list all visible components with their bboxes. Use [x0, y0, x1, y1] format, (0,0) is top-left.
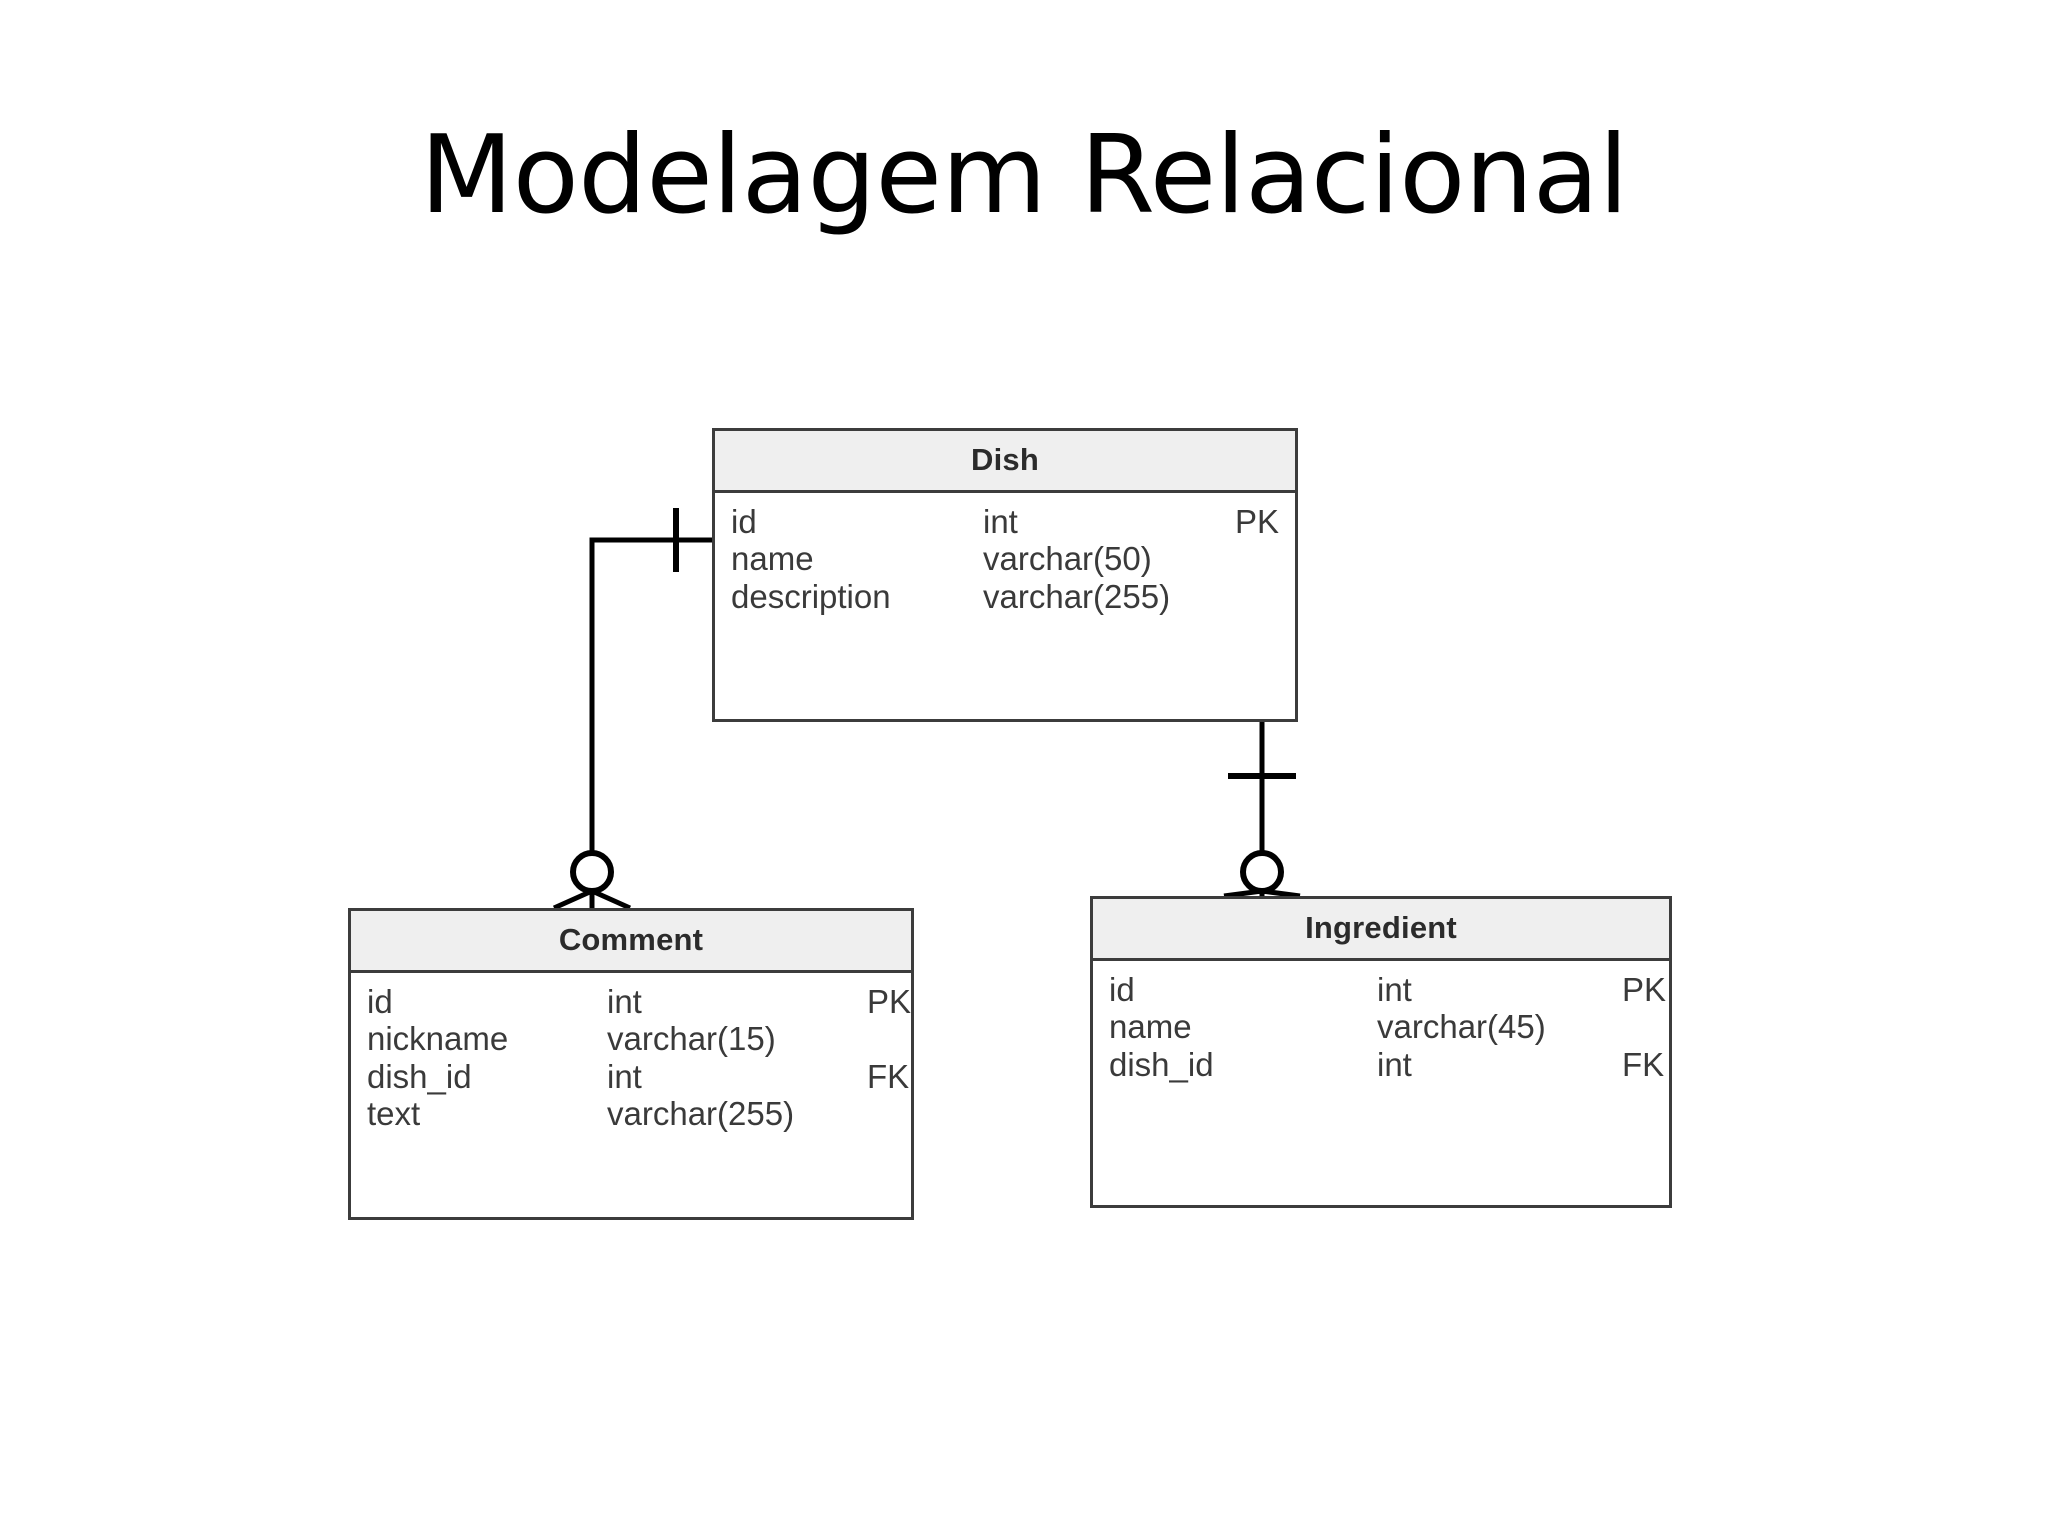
relationship-dish-comment	[552, 508, 712, 911]
attribute-row[interactable]: text varchar(255)	[351, 1095, 911, 1132]
attribute-row[interactable]: id int PK	[351, 983, 911, 1020]
attribute-type: varchar(255)	[983, 577, 1171, 615]
entity-ingredient-attributes: id int PK name varchar(45) dish_id int F…	[1093, 961, 1669, 1205]
connector-line-dish-comment	[589, 537, 712, 853]
attribute-name: name	[1109, 1008, 1192, 1046]
attribute-name: id	[731, 503, 757, 540]
cardinality-zero-circle-ingredient	[1240, 850, 1284, 894]
page-title: Modelagem Relacional	[420, 113, 1628, 238]
attribute-row[interactable]: id int PK	[1093, 971, 1669, 1008]
attribute-key: PK	[1622, 971, 1667, 1008]
entity-dish-attributes: id int PK name varchar(50) description v…	[715, 493, 1295, 719]
attribute-type: int	[1377, 1045, 1412, 1083]
attribute-name: id	[1109, 971, 1135, 1008]
relationship-dish-ingredient	[1223, 722, 1301, 899]
attribute-name: nickname	[367, 1020, 509, 1058]
entity-dish[interactable]: Dish id int PK name varchar(50) descript…	[712, 428, 1298, 722]
entity-comment-title: Comment	[351, 911, 911, 973]
attribute-name: name	[731, 540, 814, 578]
entity-ingredient[interactable]: Ingredient id int PK name varchar(45) di…	[1090, 896, 1672, 1208]
attribute-row[interactable]: description varchar(255)	[715, 578, 1295, 615]
entity-comment-attributes: id int PK nickname varchar(15) dish_id i…	[351, 973, 911, 1217]
attribute-name: dish_id	[367, 1057, 472, 1095]
attribute-type: varchar(45)	[1377, 1008, 1546, 1046]
attribute-name: description	[731, 577, 891, 615]
attribute-type: int	[607, 983, 642, 1020]
attribute-row[interactable]: dish_id int FK	[351, 1058, 911, 1095]
attribute-type: varchar(255)	[607, 1094, 795, 1132]
attribute-name: id	[367, 983, 393, 1020]
attribute-type: int	[607, 1057, 642, 1095]
attribute-row[interactable]: name varchar(50)	[715, 540, 1295, 577]
attribute-row[interactable]: name varchar(45)	[1093, 1008, 1669, 1045]
attribute-type: varchar(50)	[983, 540, 1152, 578]
cardinality-zero-circle-comment	[570, 850, 614, 894]
attribute-type: int	[983, 503, 1018, 540]
attribute-type: varchar(15)	[607, 1020, 776, 1058]
attribute-row[interactable]: dish_id int FK	[1093, 1046, 1669, 1083]
entity-comment[interactable]: Comment id int PK nickname varchar(15) d…	[348, 908, 914, 1220]
attribute-type: int	[1377, 971, 1412, 1008]
entity-ingredient-title: Ingredient	[1093, 899, 1669, 961]
attribute-row[interactable]: id int PK	[715, 503, 1295, 540]
crows-foot-comment	[552, 888, 632, 911]
entity-dish-title: Dish	[715, 431, 1295, 493]
attribute-key: PK	[1234, 503, 1279, 540]
attribute-key: FK	[867, 1057, 910, 1095]
attribute-key: FK	[1622, 1045, 1665, 1083]
attribute-key: PK	[867, 983, 912, 1020]
attribute-name: dish_id	[1109, 1045, 1214, 1083]
attribute-name: text	[367, 1094, 421, 1132]
attribute-row[interactable]: nickname varchar(15)	[351, 1020, 911, 1057]
